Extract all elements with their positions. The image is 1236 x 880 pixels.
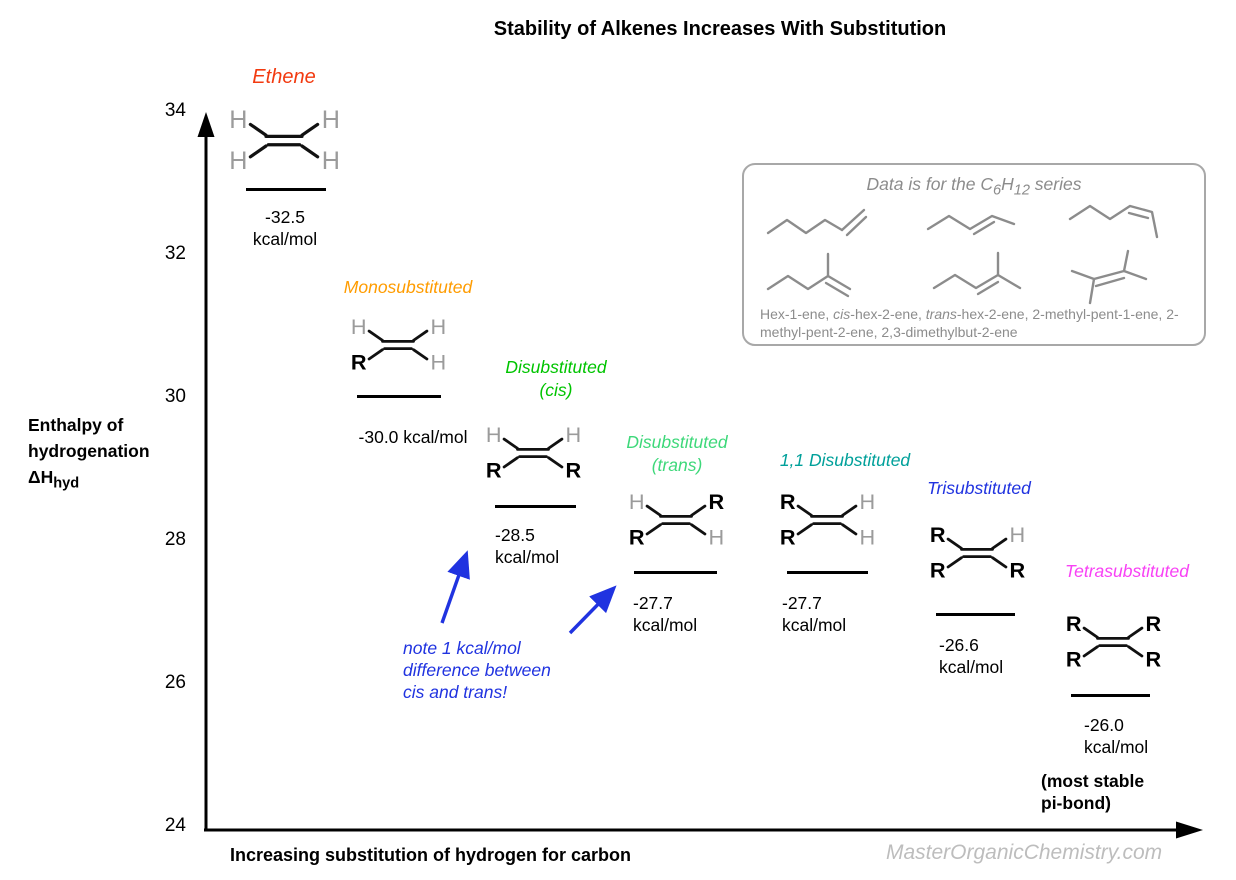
substituent-tr-H: H bbox=[565, 422, 581, 447]
level-label-trisubstituted: Trisubstituted bbox=[927, 478, 1031, 498]
y-axis-label-line1: Enthalpy of bbox=[28, 415, 124, 435]
substituent-tr-H: H bbox=[1009, 522, 1025, 547]
substituent-bl-R: R bbox=[351, 349, 367, 374]
substituent-tl-H: H bbox=[629, 489, 645, 514]
energy-level-bar-trisubstituted bbox=[936, 613, 1015, 617]
cis-hex-2-ene-structure bbox=[1068, 204, 1159, 239]
hex-1-ene-structure bbox=[766, 208, 868, 237]
substituent-br-R: R bbox=[1009, 557, 1025, 582]
trans-hex-2-ene-structure bbox=[926, 214, 1016, 236]
11-disubstituted-structure: R H R H bbox=[765, 478, 889, 566]
c6h12-series-info-box: Data is for the C6H12 series bbox=[742, 163, 1206, 346]
substituent-br-R: R bbox=[1145, 646, 1161, 671]
substituent-tl-R: R bbox=[780, 489, 796, 514]
substituent-bl-R: R bbox=[1066, 646, 1082, 671]
substituent-tl-H: H bbox=[229, 106, 247, 134]
y-tick-34: 34 bbox=[164, 100, 186, 121]
caption-segment: -hex-2-ene, bbox=[850, 306, 926, 322]
level-value-disubstituted-cis: -28.5 kcal/mol bbox=[495, 525, 560, 567]
level-value-ethene: -32.5 kcal/mol bbox=[252, 207, 318, 249]
info-box-caption: Hex-1-ene, cis-hex-2-ene, trans-hex-2-en… bbox=[760, 305, 1196, 341]
caption-italic-segment: trans bbox=[925, 306, 957, 322]
substituent-bl-R: R bbox=[780, 524, 796, 549]
arrow-to-trans-icon bbox=[568, 585, 617, 635]
x-axis-label: Increasing substitution of hydrogen for … bbox=[230, 845, 632, 865]
level-value-tetrasubstituted: -26.0 kcal/mol bbox=[1084, 715, 1149, 757]
substituent-br-H: H bbox=[430, 349, 446, 374]
y-tick-32: 32 bbox=[164, 243, 186, 264]
level-label-disubstituted-trans: Disubstituted (trans) bbox=[626, 432, 728, 475]
y-tick-24: 24 bbox=[164, 815, 186, 836]
substituent-br-H: H bbox=[708, 524, 724, 549]
substituent-tl-R: R bbox=[930, 522, 946, 547]
substituent-bl-H: H bbox=[229, 147, 247, 175]
substituent-tr-H: H bbox=[322, 106, 340, 134]
substituent-tr-R: R bbox=[708, 489, 724, 514]
2-methyl-pent-2-ene-structure bbox=[932, 251, 1022, 296]
arrow-to-cis-icon bbox=[440, 550, 470, 624]
watermark: MasterOrganicChemistry.com bbox=[886, 841, 1163, 864]
substituent-tl-H: H bbox=[351, 314, 367, 339]
energy-level-bar-monosubstituted bbox=[357, 395, 441, 399]
substituent-tr-H: H bbox=[430, 314, 446, 339]
level-label-monosubstituted: Monosubstituted bbox=[343, 277, 473, 297]
caption-italic-segment: cis bbox=[833, 306, 851, 322]
y-tick-26: 26 bbox=[164, 672, 186, 693]
substituent-tr-H: H bbox=[859, 489, 875, 514]
23-dimethylbut-2-ene-structure bbox=[1070, 249, 1148, 305]
info-box-title: Data is for the C6H12 series bbox=[866, 174, 1082, 199]
substituent-br-H: H bbox=[322, 147, 340, 175]
x-axis-arrowhead-icon bbox=[1176, 821, 1203, 839]
caption-segment: -hex-2-ene, 2-methyl-pent-1-ene, 2-methy… bbox=[760, 306, 1179, 340]
substituent-bl-R: R bbox=[486, 457, 502, 482]
level-value-monosubstituted: -30.0 kcal/mol bbox=[358, 427, 468, 447]
2-methyl-pent-1-ene-structure bbox=[766, 252, 852, 298]
y-tick-28: 28 bbox=[164, 529, 186, 550]
level-label-tetrasubstituted: Tetrasubstituted bbox=[1065, 561, 1189, 581]
substituent-tl-R: R bbox=[1066, 611, 1082, 636]
level-label-disubstituted-cis: Disubstituted (cis) bbox=[505, 357, 607, 400]
level-label-ethene: Ethene bbox=[252, 66, 316, 88]
chart-title: Stability of Alkenes Increases With Subs… bbox=[493, 18, 947, 40]
note-arrows bbox=[440, 550, 617, 635]
substituent-tr-R: R bbox=[1145, 611, 1161, 636]
y-axis-symbol-subscript: hyd bbox=[53, 475, 80, 492]
y-axis-symbol: ΔHhyd bbox=[28, 467, 80, 492]
energy-level-bar-disubstituted-cis bbox=[495, 505, 576, 509]
level-value-trisubstituted: -26.6 kcal/mol bbox=[939, 635, 1004, 677]
substituent-br-R: R bbox=[565, 457, 581, 482]
level-label-11-disubstituted: 1,1 Disubstituted bbox=[779, 450, 911, 470]
substituent-br-H: H bbox=[859, 524, 875, 549]
substituent-bl-R: R bbox=[930, 557, 946, 582]
y-axis-label-line2: hydrogenation bbox=[28, 441, 150, 461]
substituent-tl-H: H bbox=[486, 422, 502, 447]
substituent-bl-R: R bbox=[629, 524, 645, 549]
level-value-11-disubstituted: -27.7 kcal/mol bbox=[782, 593, 847, 635]
caption-segment: Hex-1-ene, bbox=[760, 306, 834, 322]
level-value-disubstituted-trans: -27.7 kcal/mol bbox=[633, 593, 698, 635]
cis-trans-note: note 1 kcal/mol difference between cis a… bbox=[403, 638, 551, 702]
energy-level-bar-tetrasubstituted bbox=[1071, 694, 1150, 698]
energy-level-bar-11-disubstituted bbox=[787, 571, 868, 575]
energy-level-bar-disubstituted-trans bbox=[634, 571, 717, 575]
y-tick-30: 30 bbox=[164, 386, 186, 407]
y-axis-label: Enthalpy of hydrogenation ΔHhyd bbox=[28, 412, 218, 497]
energy-level-bar-ethene bbox=[246, 188, 326, 192]
most-stable-pi-bond-note: (most stable pi-bond) bbox=[1041, 771, 1145, 813]
